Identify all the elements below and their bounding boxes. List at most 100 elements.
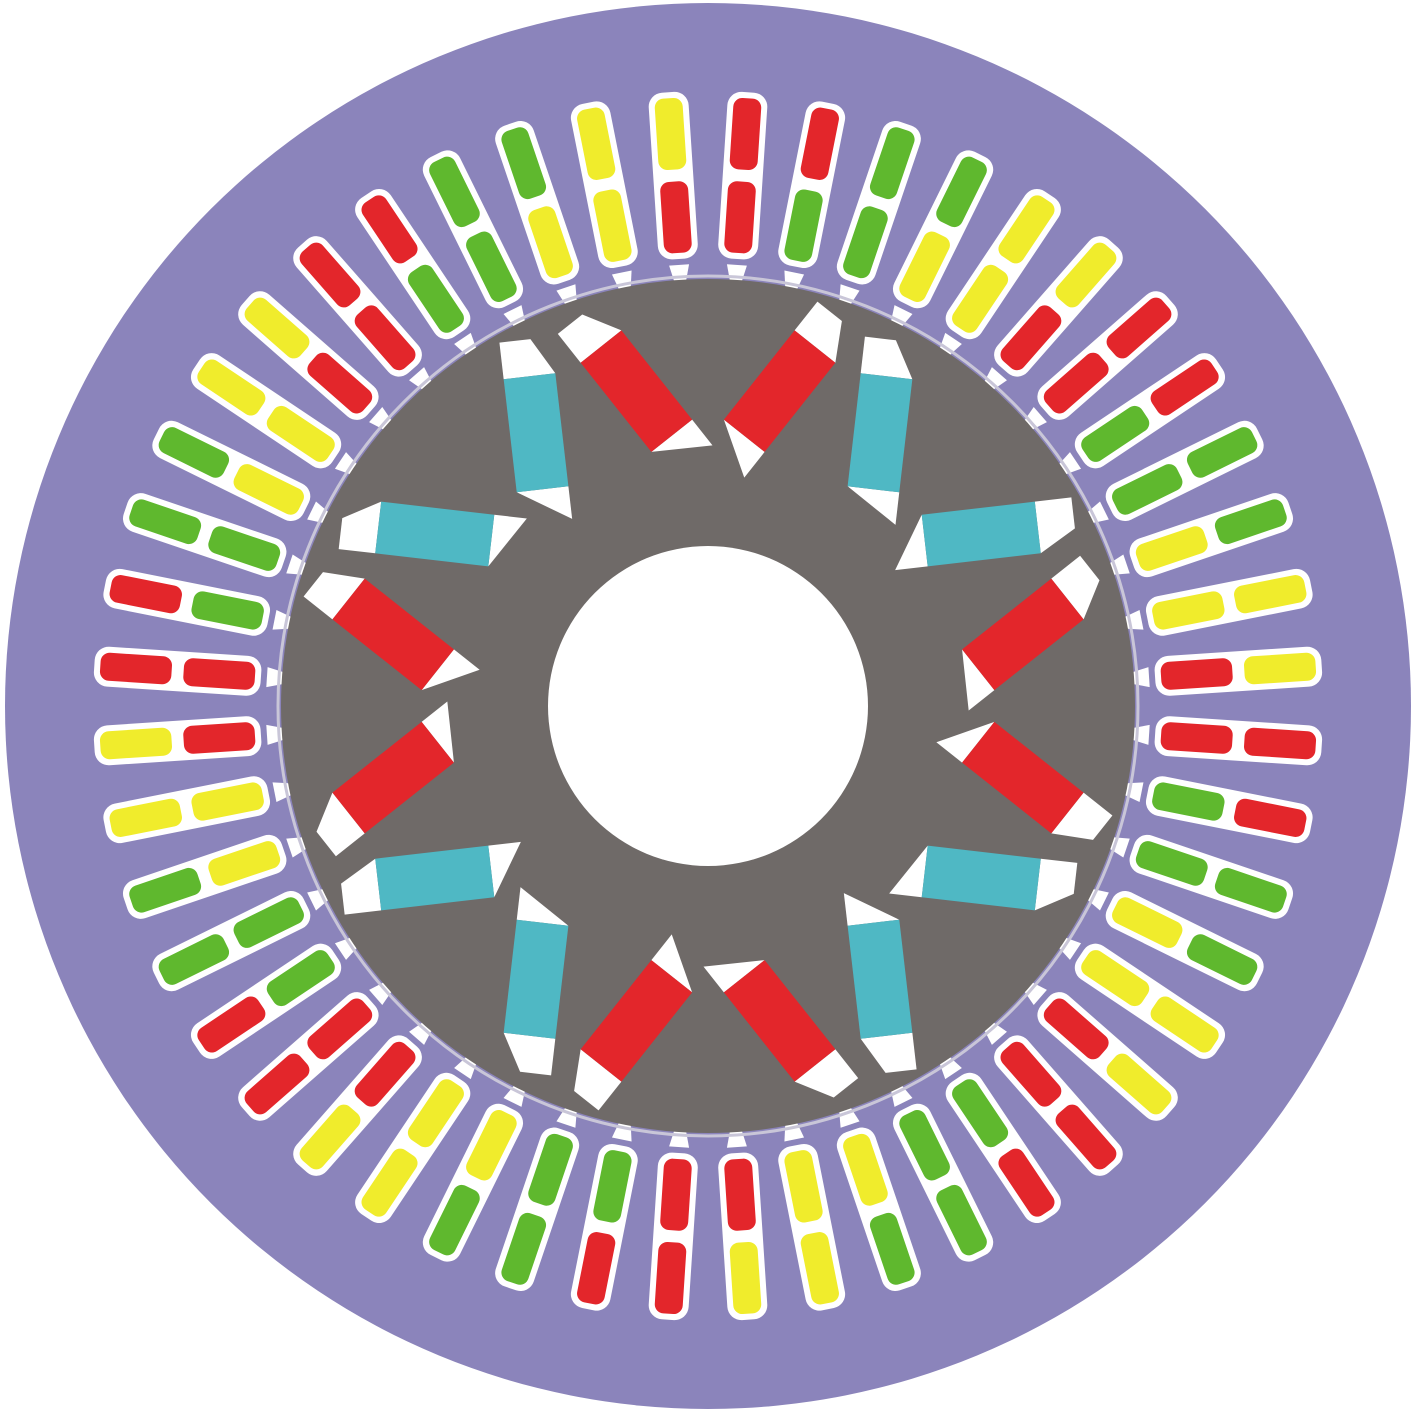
stator-slot-17 [1058,937,1226,1059]
coil-outer-layer [1186,427,1258,478]
coil-inner-layer [208,526,281,571]
magnet-inner-barrier [889,845,928,898]
magnet-outer-barrier [499,339,556,380]
coil-inner-layer [307,352,373,414]
magnet-arm-1 [847,373,913,493]
magnet-arm-2 [580,960,693,1082]
coil-inner-layer [1000,1041,1062,1107]
magnet-arm-1 [375,501,495,567]
stator-slot-27 [495,1107,580,1292]
coil-inner-layer [1081,405,1150,462]
magnet-outer-barrier [557,314,622,363]
slot-opening [984,367,1007,390]
coil-inner-layer [724,181,756,254]
stator-slot-26 [570,1122,638,1311]
magnet-outer-barrier [338,501,382,554]
magnet-arm-2 [503,373,569,493]
stator-slot-11 [1124,568,1313,636]
magnet-arm-1 [723,960,836,1082]
slot-opening [369,982,392,1005]
magnet-outer-barrier [794,301,842,363]
coil-inner-layer [183,722,256,754]
coil-inner-layer [660,1158,692,1231]
stator-slot-28 [422,1085,525,1262]
magnet-inner-barrier [847,486,900,525]
slot-opening [454,1056,477,1080]
coil-outer-layer [869,1212,915,1285]
stator-slot-42 [238,291,392,430]
slot-opening [503,1085,525,1107]
coil-inner-layer [191,591,264,630]
coil-outer-layer [361,1148,418,1217]
coil-inner-layer [843,1133,888,1206]
rotor-pole-1 [557,301,842,478]
coil-inner-layer [724,1158,756,1231]
rotor-magnets [303,301,1113,1111]
coil-outer-layer [429,1184,480,1256]
coil-outer-layer [99,727,172,760]
stator-slot-18 [1024,982,1178,1121]
coil-outer-layer [869,127,915,200]
magnet-arm-2 [962,721,1084,834]
slot-opening [369,407,392,430]
coil-inner-layer [1081,950,1150,1007]
coil-inner-layer [899,231,950,302]
coil-outer-layer [800,1232,839,1305]
magnet-inner-barrier [516,887,569,926]
coil-outer-layer [1244,727,1317,760]
coil-inner-layer [266,950,335,1007]
slot-opening [409,367,432,390]
coil-outer-layer [1214,867,1287,913]
coil-outer-layer [99,652,172,685]
stator-slots [93,91,1323,1321]
magnet-arm-1 [503,919,569,1039]
stator-slot-21 [891,1085,994,1262]
stator-slot-43 [293,236,432,390]
coil-outer-layer [1055,1104,1117,1170]
magnet-arm-2 [375,845,495,911]
stator-slot-48 [648,91,698,282]
rotor-pole-3 [936,555,1113,840]
stator-slot-47 [570,101,638,290]
coil-inner-layer [1152,591,1225,630]
coil-outer-layer [109,798,182,837]
coil-inner-layer [784,1150,823,1223]
stator-slot-31 [238,982,392,1121]
stator-slot-41 [190,353,358,475]
stator-slot-16 [1087,889,1264,992]
coil-outer-layer [109,575,182,614]
stator-slot-7 [1024,291,1178,430]
slot-opening [307,889,329,911]
magnet-outer-barrier [1034,497,1075,554]
coil-inner-layer [899,1110,950,1181]
coil-inner-layer [660,181,692,254]
coil-inner-layer [528,206,573,279]
stator-slot-32 [190,937,358,1059]
coil-outer-layer [654,1242,687,1315]
magnet-inner-barrier [703,960,765,993]
coil-outer-layer [1106,1053,1172,1115]
coil-inner-layer [528,1133,573,1206]
coil-outer-layer [299,242,361,308]
slot-opening [1087,501,1109,523]
slot-opening [891,305,913,327]
rotor-pole-2 [847,336,1075,571]
magnet-arm-2 [723,330,836,452]
coil-inner-layer [233,897,304,948]
magnet-inner-barrier [488,514,527,567]
slot-opening [503,305,525,327]
coil-inner-layer [466,1110,517,1181]
magnet-inner-barrier [843,893,900,926]
magnet-arm-2 [847,919,913,1039]
rotor-pole-5 [574,934,859,1111]
magnet-outer-barrier [860,336,913,380]
coil-outer-layer [998,195,1055,264]
stator-slot-24 [718,1130,768,1321]
rotor-pole-7 [303,572,480,857]
magnet-inner-barrier [962,649,995,711]
coil-outer-layer [1106,297,1172,359]
coil-inner-layer [1135,841,1208,886]
slot-opening [1087,889,1109,911]
stator-slot-1 [718,91,768,282]
